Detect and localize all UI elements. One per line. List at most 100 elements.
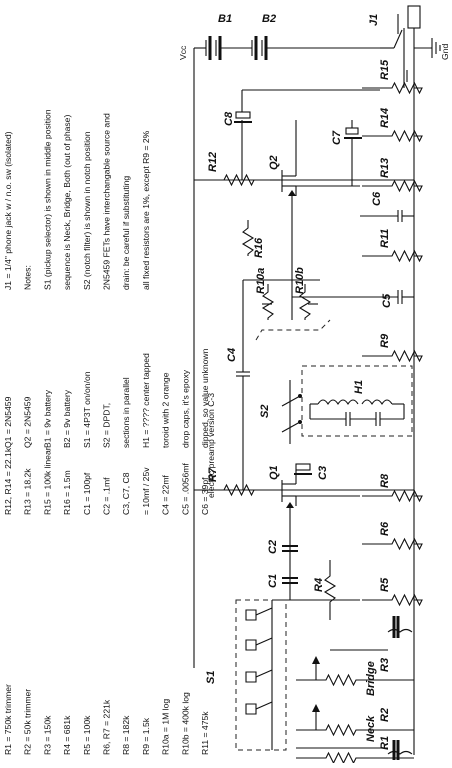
b2-label: B2 [262,13,276,25]
svg-text:electric preamp version C-3: electric preamp version C-3 [206,393,216,498]
resistor-r11: R11 [362,229,423,263]
r1-label: R1 [379,736,391,750]
volume-tone-pots: R10a R10b R16 [243,237,331,341]
col-resistors-b-line: C1 = 100pf [82,472,92,515]
c3-label: C3 [317,466,329,480]
col-parts-line: B1 = 9v battery [42,389,52,448]
col-resistors-b-line: R13 = 18.2k [23,468,33,515]
s1-label: S1 [205,671,217,684]
c2-label: C2 [267,540,279,554]
parts-list-semiconductors: Q1 = 2N5459 Q2 = 2N5459 B1 = 9v battery B2 … [3,348,210,448]
neck-label: Neck [365,715,377,742]
r4-label: R4 [313,578,325,592]
transistor-q1: Q1 [194,465,360,600]
col-resistors-a-line: R4 = 681k [62,715,72,755]
resistor-r9: R9 [362,333,423,363]
resistor-r8: R8 [362,473,423,503]
col-resistors-b-line: C5 = .0056mf [180,463,190,515]
c7-label: C7 [331,130,343,145]
h1-label: H1 [353,380,365,394]
power-section: B1 B2 J1 Vcc Gnd [178,5,450,755]
col-resistors-a-line: R8 = 182k [121,715,131,755]
col-notes-line: all fixed resistors are 1%, except R9 = … [141,130,151,290]
col-resistors-a-line: R5 = 100k [82,715,92,755]
col-resistors-a-line: R3 = 150k [42,715,52,755]
r2-label: R2 [379,708,391,722]
parts-list-resistors-a: R1 = 750k trimmer R2 = 50k trimmer R3 = 15… [3,684,210,755]
col-notes-line: S2 (notch filter) is shown in notch posi… [82,131,92,290]
capacitors: C8 C7 C6 C5 C4 C3 C2 C1 [223,89,414,588]
resistor-r15: R15 [362,59,423,95]
r11-label: R11 [379,229,391,248]
col-resistors-b-line: C4 = 22mf [161,475,171,515]
notch-filter: S2 H1 [259,365,413,444]
resistor-r14: R14 [362,108,423,143]
resistor-r6: R6 [362,521,423,551]
transistor-q2: Q2 [194,120,360,320]
q2-label: Q2 [268,155,280,170]
svg-text:J1 = 1/4" phone jack w / n.o.: J1 = 1/4" phone jack w / n.o. sw (isolat… [3,109,151,290]
r10a-label: R10a [255,268,267,294]
col-resistors-b-line: C3, C7, C8 [121,472,131,515]
resistor-r2: R2 [296,708,414,737]
resistor-r3: R3 [296,658,414,687]
r10b-pot [298,284,312,320]
resistor-r5: R5 [362,577,423,607]
col-resistors-a-line: R2 = 50k trimmer [23,689,33,755]
c5-label: C5 [381,293,393,308]
col-parts-line: toroid with 2 orange [161,372,171,448]
r13-label: R13 [379,158,391,178]
vcc-label: Vcc [178,45,188,60]
bridge-label: Bridge [365,661,377,696]
col-resistors-b-line: R12, R14 = 22.1k [3,447,13,515]
gnd-label: Gnd [440,44,450,60]
col-notes-line: 2N5459 FETs have interchangable source a… [102,113,112,290]
resistor-r13: R13 [362,158,423,193]
col-parts-line: Q1 = 2N5459 [3,396,13,448]
col-resistors-a-line: R11 = 475k [200,711,210,755]
s2-label: S2 [259,405,271,418]
c8-label: C8 [223,111,235,126]
r6-label: R6 [379,521,391,536]
col-notes-line: sequence is Neck, Bridge, Both (out of p… [62,115,72,290]
r7-label: R7 [207,467,219,482]
col-resistors-a-line: R10b = 400k log [180,692,190,755]
r3-label: R3 [379,658,391,672]
resistor-r1: R1 [296,736,414,765]
r14-label: R14 [379,108,391,128]
col-parts-line: S2 = DPDT, [102,403,112,448]
c4-label: C4 [226,348,238,362]
col-resistors-a-line: R10a = 1M log [161,699,171,755]
col-resistors-a-line: R1 = 750k trimmer [3,684,13,755]
c6-label: C6 [371,191,383,206]
col-parts-line: H1 = ???? center tapped [141,353,151,448]
r10b-label: R10b [294,267,306,294]
r16-label: R16 [253,237,265,258]
r15-label: R15 [379,59,391,80]
resistor-r4: R4 [313,560,337,620]
col-resistors-a-line: R6, R7 = 221k [102,699,112,755]
col-notes-line: J1 = 1/4" phone jack w / n.o. sw (isolat… [3,131,13,290]
col-parts-line: S1 = 4P3T on/on/on [82,371,92,448]
col-notes-line: drain: be careful if substituting [121,176,131,290]
pickup-selector: S1 Bridge Neck [205,599,413,760]
col-parts-line: Q2 = 2N5459 [23,396,33,448]
circuit-caption: electric preamp version C-3 [206,393,216,498]
r8-label: R8 [379,473,391,488]
r12-label: R12 [207,152,219,172]
col-parts-line: B2 = 9v battery [62,389,72,448]
col-resistors-b-line: C2 = .1mf [102,477,112,515]
r16-pot [241,220,255,256]
col-parts-line: sections in parallel [121,377,131,448]
b1-label: B1 [218,13,232,25]
col-resistors-a-line: R9 = 1.5k [141,717,151,755]
r10a-pot [261,284,275,320]
r5-label: R5 [379,577,391,592]
col-parts-line: drop caps, it's epoxy [180,369,190,448]
